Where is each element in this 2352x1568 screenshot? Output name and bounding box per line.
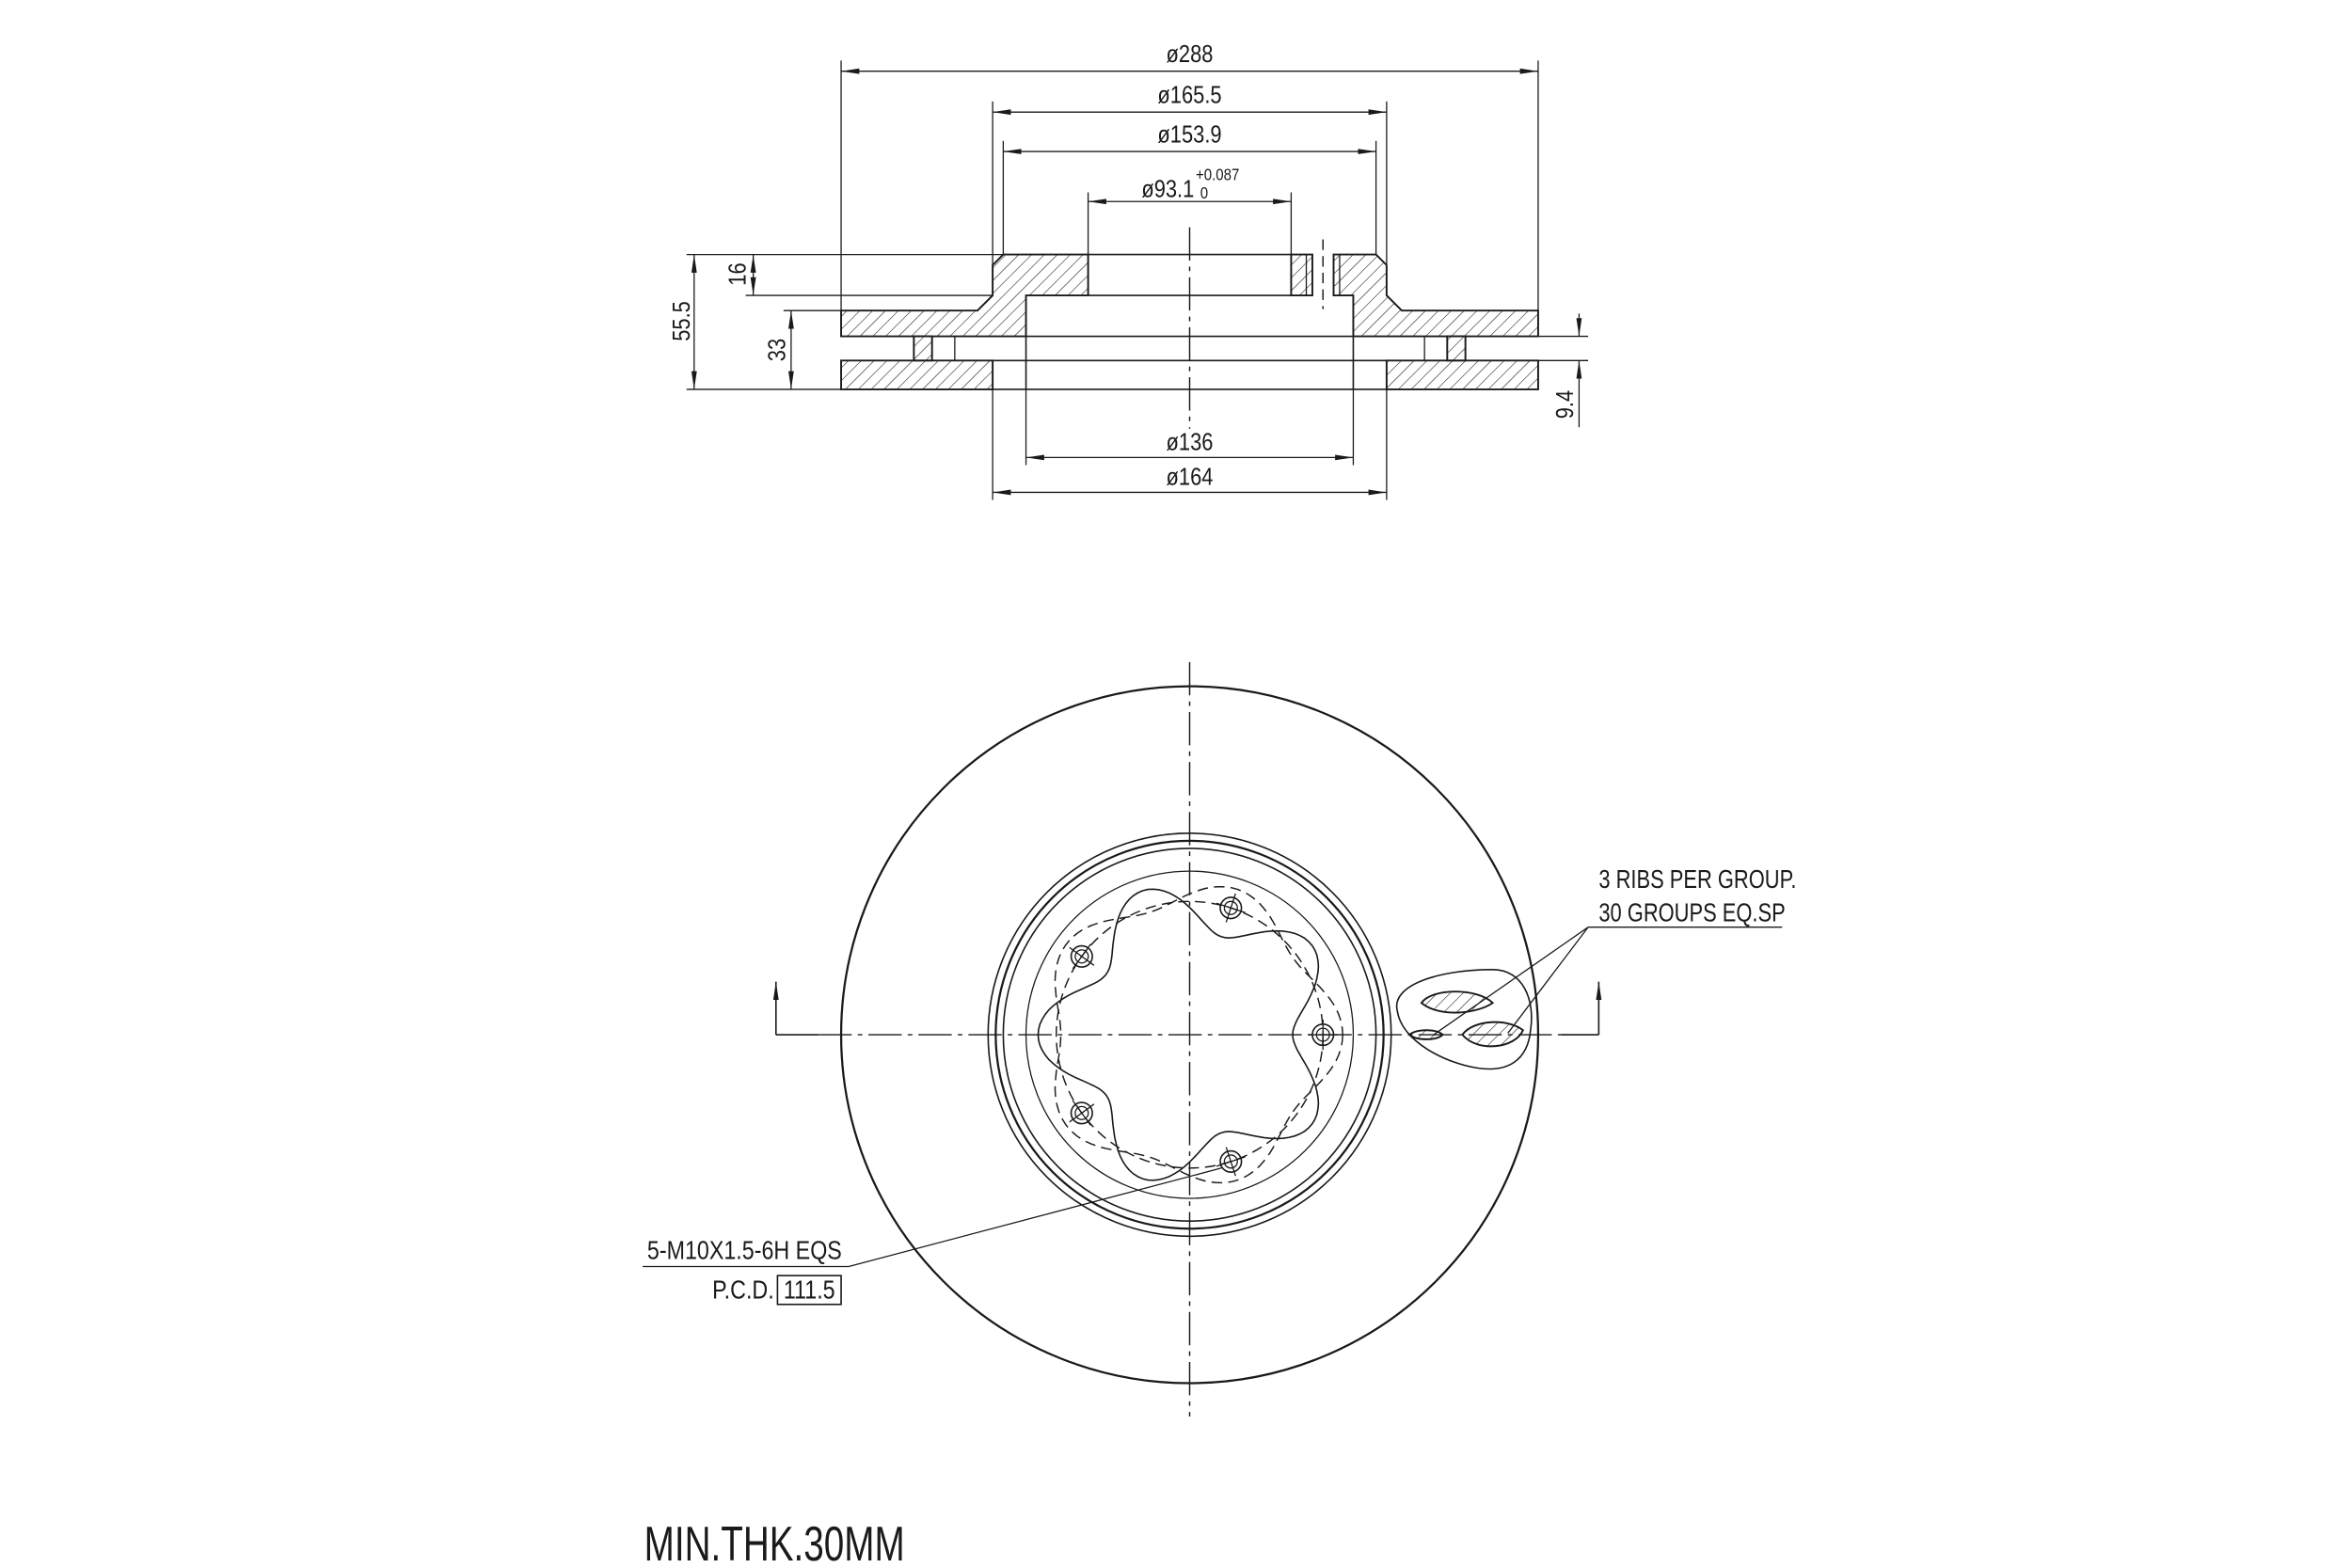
bolt-hole-thread xyxy=(1074,949,1089,964)
rib-note-line-2: 30 GROUPS EQ.SP xyxy=(1598,899,1785,927)
min-thickness-note: MIN.THK.30MM xyxy=(644,1517,905,1568)
dimension-vent: 9.4 xyxy=(1537,313,1589,428)
bolt-hole xyxy=(1219,896,1243,920)
front-view: 3 RIBS PER GROUP. 30 GROUPS EQ.SP 5-M10X… xyxy=(643,661,1796,1417)
bolt-leader-line xyxy=(848,1167,1222,1268)
rib-detail: 3 RIBS PER GROUP. 30 GROUPS EQ.SP xyxy=(1395,866,1796,1070)
section-marker-left xyxy=(772,981,818,1036)
right-vent-rib xyxy=(1446,335,1467,362)
rib-upper xyxy=(1420,990,1495,1014)
section-marker-right xyxy=(1561,981,1602,1036)
outer-diameter-label: ø288 xyxy=(1167,40,1214,68)
dimension-center-bore: ø93.1 +0.087 0 xyxy=(1087,166,1293,255)
bolt-hole-thread xyxy=(1223,900,1238,915)
disc-cross-section xyxy=(840,227,1539,429)
section-view: ø288 ø165.5 ø153.9 ø93.1 +0.087 0 xyxy=(668,40,1589,500)
bolt-hole-thread xyxy=(1074,1105,1089,1120)
center-bore-label: ø93.1 xyxy=(1141,176,1194,203)
disc-thickness-label: 33 xyxy=(764,339,791,361)
rib-note-line-1: 3 RIBS PER GROUP. xyxy=(1598,866,1796,895)
center-bore-lower-tolerance: 0 xyxy=(1200,184,1208,202)
bolt-callout: 5-M10X1.5-6H EQS P.C.D. 111.5 xyxy=(643,1167,1222,1306)
right-bottom-ring xyxy=(1385,359,1539,390)
hat-thickness-label: 16 xyxy=(724,262,752,285)
hat-outer-diameter-label: ø165.5 xyxy=(1157,82,1221,109)
bolt-hole-tangential-centerline xyxy=(1072,943,1091,970)
dimension-overall-height: 55.5 xyxy=(668,253,1004,390)
hub-hidden-outline xyxy=(1054,885,1343,1184)
right-top-ring-and-hat-wall xyxy=(1332,253,1539,338)
overall-height-label: 55.5 xyxy=(668,301,695,341)
bolt-hole-tangential-centerline xyxy=(1216,902,1246,913)
left-vent-rib xyxy=(913,335,933,362)
rib-detail-outline xyxy=(1395,968,1533,1070)
rib-leader-line-2 xyxy=(1507,927,1589,1034)
dimension-inner-ring-diameter: ø164 xyxy=(992,388,1388,500)
hat-inner-diameter-label: ø136 xyxy=(1167,429,1214,456)
dimension-hat-inner-diameter: ø136 xyxy=(1025,388,1355,466)
left-bottom-ring xyxy=(840,359,994,390)
inner-ring-diameter-label: ø164 xyxy=(1167,464,1214,491)
dimension-disc-thickness: 33 xyxy=(764,309,842,389)
bolt-hole xyxy=(1070,944,1093,968)
dimension-outer-diameter: ø288 xyxy=(840,40,1539,311)
hat-face-diameter-label: ø153.9 xyxy=(1157,121,1221,149)
pcd-value: 111.5 xyxy=(784,1276,835,1305)
rib-leader-line-1 xyxy=(1433,927,1589,1036)
center-bore-upper-tolerance: +0.087 xyxy=(1196,166,1239,184)
bolt-hole xyxy=(1070,1101,1093,1125)
dimension-hat-thickness: 16 xyxy=(724,254,993,296)
dimension-hat-face-diameter: ø153.9 xyxy=(1002,121,1377,255)
bolt-hole-tangential-centerline xyxy=(1216,1156,1246,1167)
rib-lower xyxy=(1461,1021,1525,1048)
bolt-hole xyxy=(1219,1149,1243,1173)
rib-small xyxy=(1407,1029,1444,1040)
bolt-thread-note: 5-M10X1.5-6H EQS xyxy=(647,1237,842,1265)
pcd-label: P.C.D. xyxy=(712,1276,774,1305)
dimension-hat-outer-diameter: ø165.5 xyxy=(992,82,1388,265)
bolt-hole-tangential-centerline xyxy=(1072,1100,1091,1126)
pcd-value-box xyxy=(776,1275,842,1306)
vent-dimension-label: 9.4 xyxy=(1551,390,1579,419)
right-hat-web-between-bore-and-bolt-hole xyxy=(1290,253,1313,297)
bolt-hole-thread xyxy=(1223,1154,1238,1169)
